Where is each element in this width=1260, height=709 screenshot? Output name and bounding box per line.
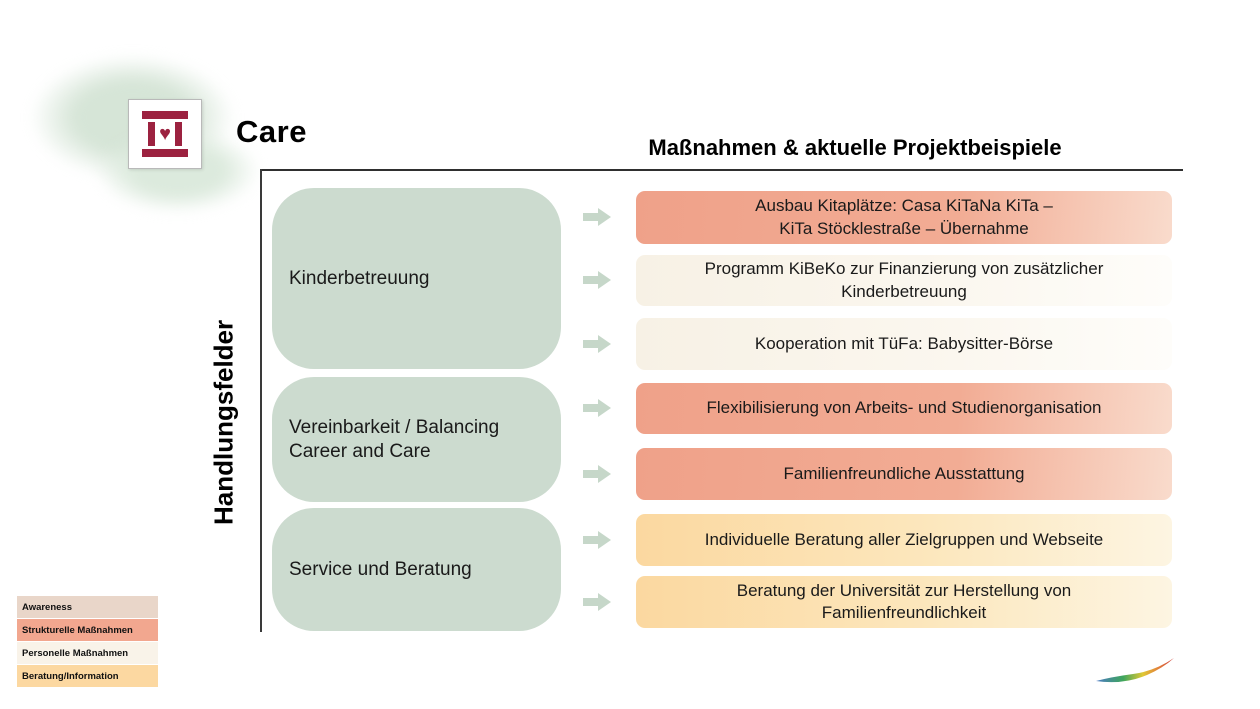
arrow-icon — [583, 208, 613, 226]
legend-item: Strukturelle Maßnahmen — [17, 619, 158, 641]
arrow-icon — [583, 531, 613, 549]
project-bar: Flexibilisierung von Arbeits- und Studie… — [636, 383, 1172, 434]
logo-bar-icon — [148, 122, 156, 146]
arrow-icon — [583, 399, 613, 417]
project-bar: Individuelle Beratung aller Zielgruppen … — [636, 514, 1172, 566]
swoosh-logo — [1095, 655, 1175, 687]
project-bar: Kooperation mit TüFa: Babysitter-Börse — [636, 318, 1172, 370]
arrow-icon — [583, 593, 613, 611]
project-bar: Ausbau Kitaplätze: Casa KiTaNa KiTa – Ki… — [636, 191, 1172, 244]
project-bar: Programm KiBeKo zur Finanzierung von zus… — [636, 255, 1172, 306]
project-bar: Familienfreundliche Ausstattung — [636, 448, 1172, 500]
legend-item: Beratung/Information — [17, 665, 158, 687]
arrow-icon — [583, 465, 613, 483]
project-bar: Beratung der Universität zur Herstellung… — [636, 576, 1172, 628]
axis-line — [260, 169, 262, 632]
logo-bar-icon — [142, 111, 188, 119]
category-title: Care — [236, 114, 307, 149]
family-friendly-university-logo: ♥ — [128, 99, 202, 169]
logo-bar-icon — [174, 122, 182, 146]
logo-mark-icon: ♥ — [142, 111, 188, 157]
heart-icon: ♥ — [159, 123, 171, 145]
arrow-icon — [583, 335, 613, 353]
logo-bar-icon — [142, 149, 188, 157]
header-rule — [261, 169, 1183, 171]
arrow-icon — [583, 271, 613, 289]
field-box-service-beratung: Service und Beratung — [272, 508, 561, 631]
legend-item: Personelle Maßnahmen — [17, 642, 158, 664]
axis-label: Handlungsfelder — [208, 319, 239, 525]
column-header: Maßnahmen & aktuelle Projektbeispiele — [648, 135, 1062, 160]
field-box-kinderbetreuung: Kinderbetreuung — [272, 188, 561, 369]
field-label: Kinderbetreuung — [289, 267, 430, 289]
field-label: Vereinbarkeit / Balancing Career and Car… — [289, 416, 500, 462]
legend-item: Awareness — [17, 596, 158, 618]
legend: Awareness Strukturelle Maßnahmen Persone… — [17, 596, 158, 688]
field-label: Service und Beratung — [289, 558, 472, 580]
field-box-vereinbarkeit: Vereinbarkeit / Balancing Career and Car… — [272, 377, 561, 502]
